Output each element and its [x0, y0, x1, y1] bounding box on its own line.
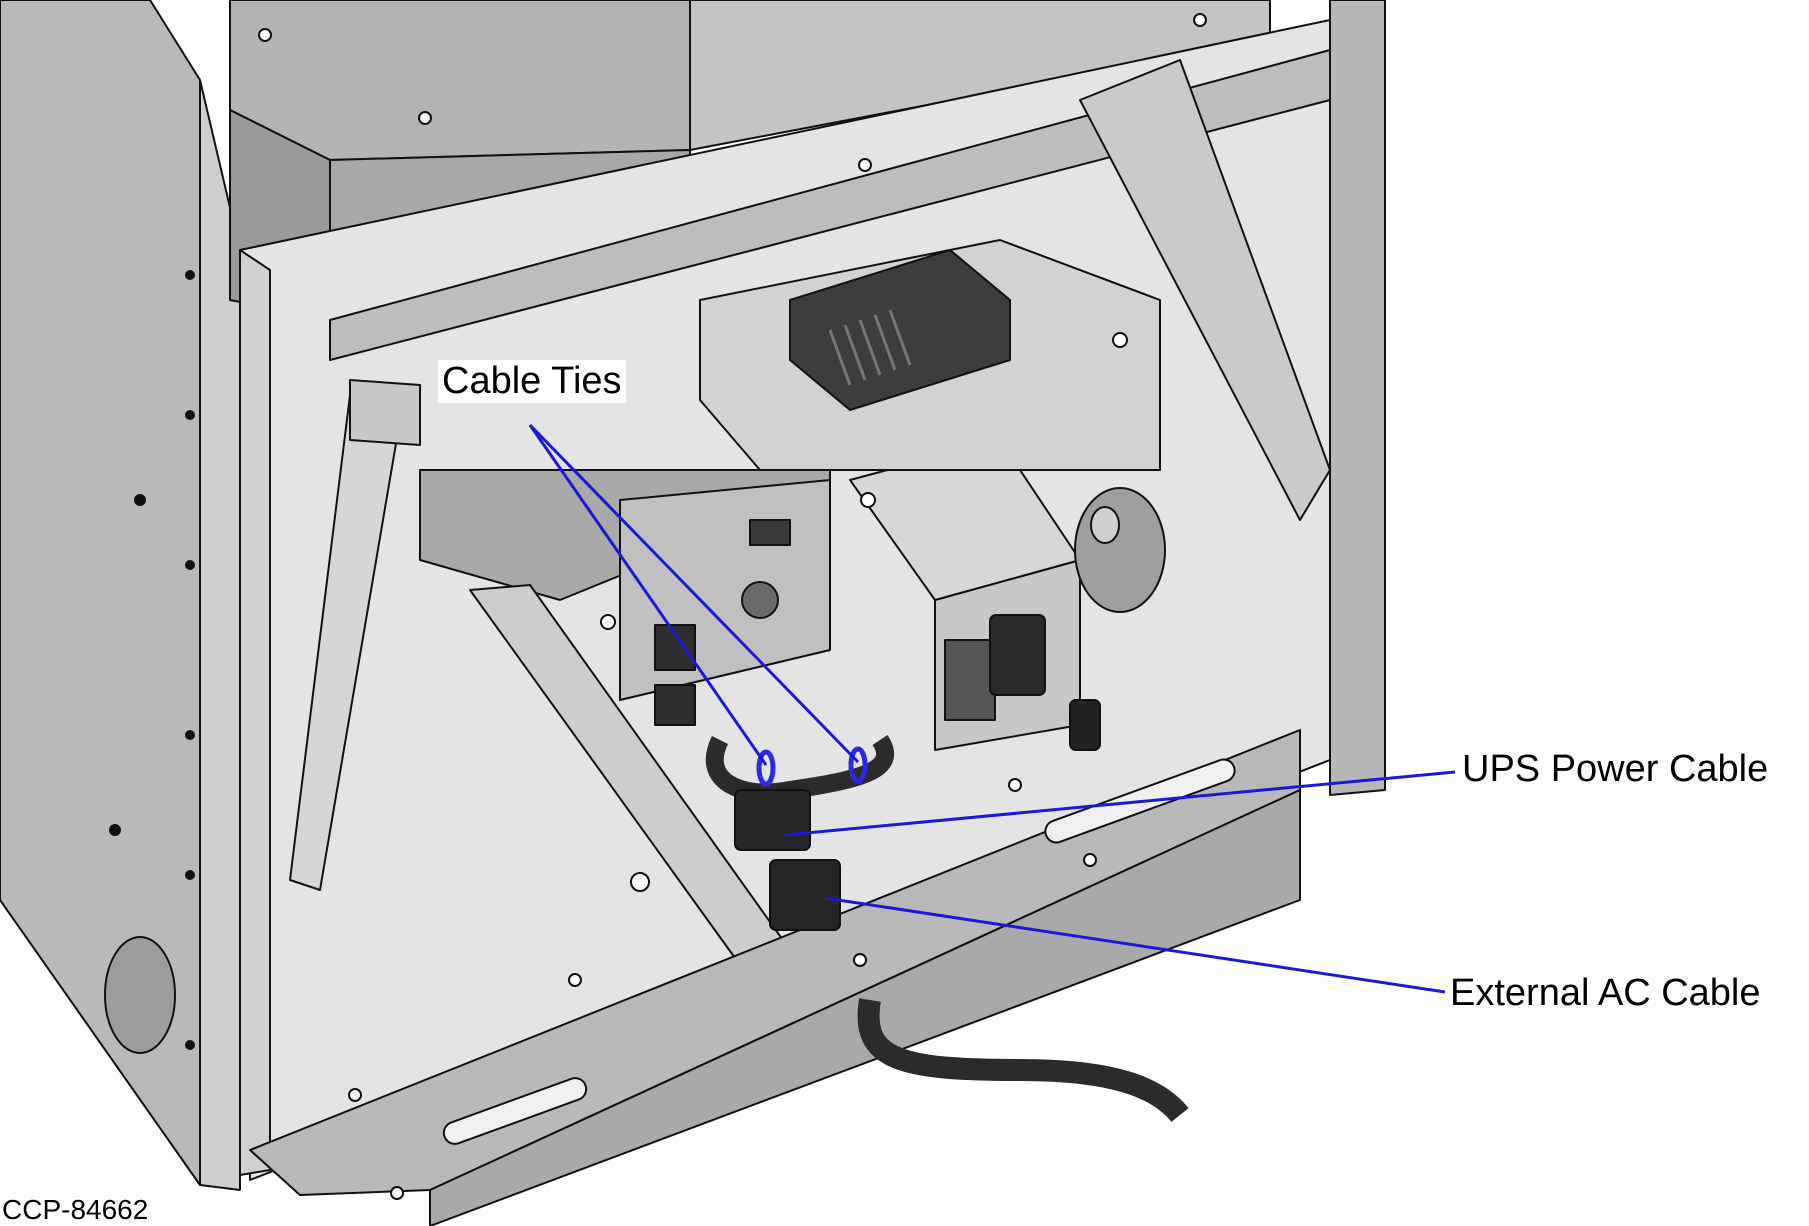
leader-lines — [528, 423, 1456, 994]
caster-wheel-hub — [1090, 506, 1120, 544]
external-ac-cable-plug — [769, 859, 841, 931]
ups-power-cable-plug — [734, 789, 811, 851]
callout-cable-ties: Cable Ties — [438, 360, 626, 403]
power-plug-stem — [1069, 699, 1101, 751]
cable-tie-2 — [848, 746, 868, 784]
leader-cable-ties-b — [528, 423, 860, 764]
ups-outlet-2 — [654, 684, 696, 726]
caster-wheel-icon — [1074, 487, 1166, 613]
top-housing — [229, 0, 691, 161]
right-inner-rail — [1079, 59, 1331, 521]
left-cable-port — [104, 936, 176, 1054]
callout-external-ac-cable: External AC Cable — [1450, 972, 1761, 1014]
panel-holes — [109, 270, 195, 1050]
strut-bracket — [349, 379, 421, 446]
cable-tie-1 — [756, 749, 776, 787]
ups-switch — [749, 519, 791, 546]
external-ac-cable — [857, 998, 1189, 1123]
callout-ups-power-cable: UPS Power Cable — [1462, 748, 1769, 790]
leader-external-ac-cable — [824, 896, 1446, 994]
figure-id: CCP-84662 — [2, 1194, 149, 1225]
power-supply-vent — [944, 639, 996, 721]
base-slot-1 — [442, 1077, 588, 1145]
leader-cable-ties-a — [528, 424, 768, 766]
left-side-panel-edge — [199, 79, 241, 1191]
ups-dial — [741, 581, 779, 619]
screw-icon — [258, 13, 1207, 1200]
power-connector-icon — [989, 614, 1046, 696]
left-vertical-rail — [239, 249, 271, 1176]
right-side-rail — [1329, 0, 1386, 796]
heatsink-fins — [828, 309, 912, 386]
leader-ups-power-cable — [784, 770, 1456, 837]
